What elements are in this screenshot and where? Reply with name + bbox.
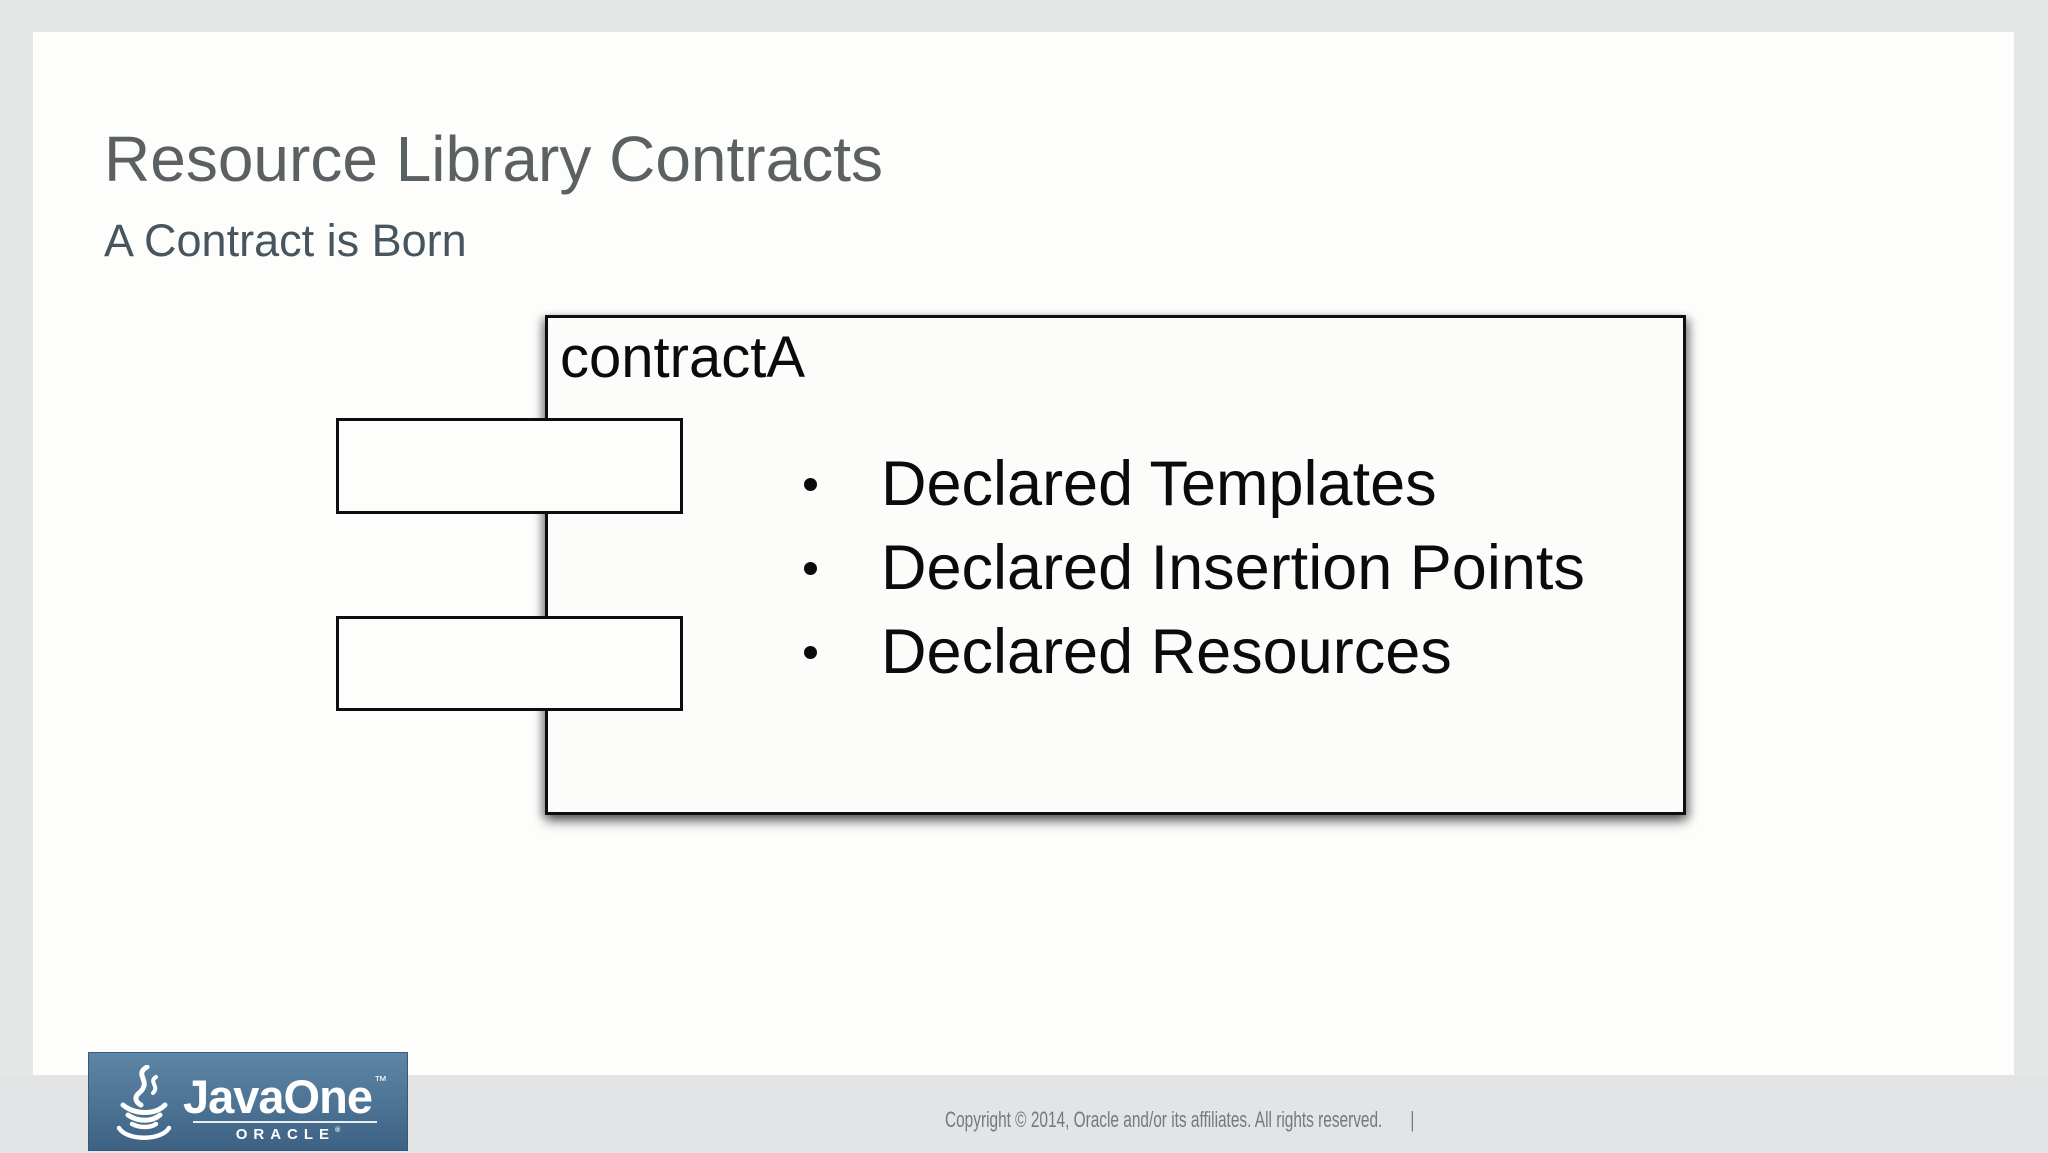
oracle-wordmark: ORACLE® bbox=[230, 1126, 341, 1143]
bullet-text: Declared Resources bbox=[881, 616, 1452, 687]
oracle-word: ORACLE bbox=[235, 1126, 336, 1144]
java-cup-icon bbox=[116, 1065, 172, 1140]
port-rect-top bbox=[336, 418, 683, 514]
bullet-item: Declared Insertion Points bbox=[548, 526, 1683, 610]
copyright-text: Copyright © 2014, Oracle and/or its affi… bbox=[945, 1107, 1414, 1133]
slide: Resource Library Contracts A Contract is… bbox=[33, 32, 2014, 1075]
pipe-divider: | bbox=[1410, 1107, 1415, 1132]
page-subtitle: A Contract is Born bbox=[104, 215, 467, 266]
bullet-list: Declared Templates Declared Insertion Po… bbox=[548, 442, 1683, 694]
bullet-text: Declared Insertion Points bbox=[881, 532, 1585, 603]
copyright-line: Copyright © 2014, Oracle and/or its affi… bbox=[945, 1107, 1383, 1132]
brand-rule bbox=[192, 1121, 377, 1124]
page-title: Resource Library Contracts bbox=[104, 123, 883, 195]
trademark-symbol: ™ bbox=[373, 1073, 387, 1088]
component-box: contractA Declared Templates Declared In… bbox=[545, 315, 1686, 815]
bullet-dot bbox=[804, 561, 817, 575]
brand-word: JavaOne bbox=[183, 1070, 373, 1123]
component-name-label: contractA bbox=[560, 325, 805, 390]
bullet-dot bbox=[804, 477, 817, 491]
port-rect-bottom bbox=[336, 616, 683, 711]
bullet-item: Declared Templates bbox=[548, 442, 1683, 526]
bullet-item: Declared Resources bbox=[548, 610, 1683, 694]
bullet-dot bbox=[804, 645, 817, 659]
registered-symbol: ® bbox=[335, 1127, 341, 1135]
bullet-text: Declared Templates bbox=[881, 448, 1437, 519]
